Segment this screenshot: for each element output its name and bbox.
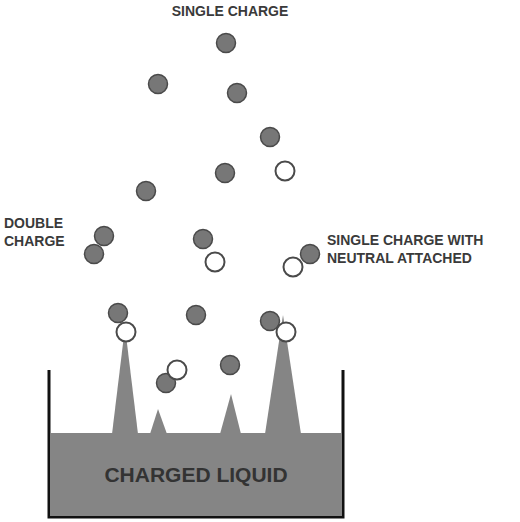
charged-droplet xyxy=(149,75,168,94)
neutral-droplets xyxy=(117,162,303,380)
charged-droplet xyxy=(187,306,206,325)
charged-droplet xyxy=(85,245,104,264)
container-outline xyxy=(49,370,343,517)
charged-droplet xyxy=(137,182,156,201)
charged-droplet xyxy=(221,356,240,375)
liquid-spike xyxy=(220,394,241,434)
neutral-droplet xyxy=(284,258,303,277)
neutral-droplet xyxy=(206,253,225,272)
liquid-spikes xyxy=(112,315,301,434)
container-walls xyxy=(49,370,343,517)
neutral-droplet xyxy=(117,323,136,342)
droplet-label: DOUBLE CHARGE xyxy=(4,214,74,250)
charged-droplet xyxy=(301,245,320,264)
neutral-droplet xyxy=(277,323,296,342)
neutral-droplet xyxy=(276,162,295,181)
liquid-spike xyxy=(112,327,138,434)
charged-droplet xyxy=(217,34,236,53)
droplet-label: SINGLE CHARGE WITH NEUTRAL ATTACHED xyxy=(327,231,519,267)
neutral-droplet xyxy=(168,361,187,380)
charged-droplet xyxy=(228,84,247,103)
liquid-spike xyxy=(150,409,167,434)
charged-droplet xyxy=(216,164,235,183)
charged-droplet xyxy=(261,128,280,147)
charged-droplet xyxy=(109,304,128,323)
charged-droplets xyxy=(85,34,320,393)
liquid-label: CHARGED LIQUID xyxy=(104,463,287,487)
charged-droplet xyxy=(194,230,213,249)
liquid-body: CHARGED LIQUID xyxy=(50,433,342,516)
charged-droplet xyxy=(95,227,114,246)
liquid-spike xyxy=(265,315,301,434)
droplet-label: SINGLE CHARGE xyxy=(160,2,300,20)
